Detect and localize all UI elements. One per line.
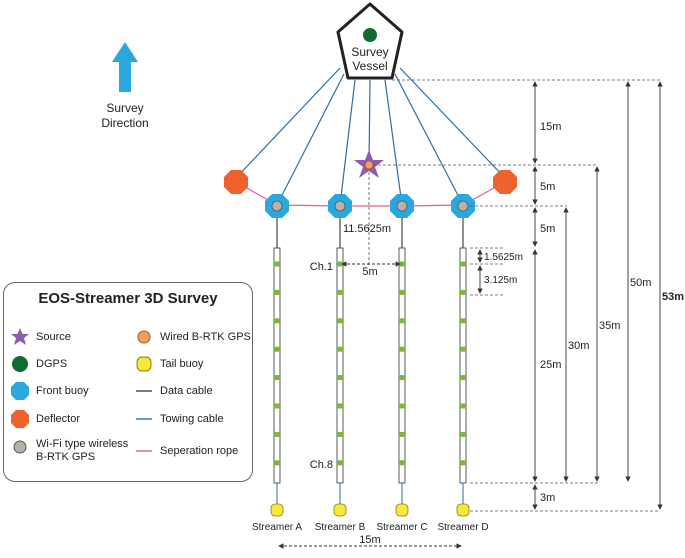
streamer-a-label: Streamer A xyxy=(252,522,302,533)
channel-marker xyxy=(337,460,343,466)
dimension-lines xyxy=(278,81,663,549)
channel-marker xyxy=(337,289,343,295)
vessel-label-2: Vessel xyxy=(352,59,387,73)
vessel-label-1: Survey xyxy=(351,45,388,59)
dim-11-5625m: 11.5625m xyxy=(343,223,391,235)
streamer-c-label: Streamer C xyxy=(376,522,427,533)
legend-front-buoy: Front buoy xyxy=(10,381,130,401)
deflector-left-icon xyxy=(224,170,248,194)
channel-marker xyxy=(337,261,343,267)
channel-marker xyxy=(274,289,280,295)
direction-label-1: Survey xyxy=(106,101,143,115)
channel-marker xyxy=(337,403,343,409)
legend-wired-gps: Wired B-RTK GPS xyxy=(134,327,252,347)
streamer-b-label: Streamer B xyxy=(315,522,366,533)
channel-marker xyxy=(274,375,280,381)
channel-marker xyxy=(399,346,405,352)
tail-buoy-icon xyxy=(136,356,152,372)
channel-marker xyxy=(399,403,405,409)
legend-towing-cable: Towing cable xyxy=(134,409,252,429)
towing-cable-icon xyxy=(136,418,152,420)
streamer-bodies xyxy=(273,218,467,504)
wired-gps-icon xyxy=(137,330,151,344)
wired-gps-icon xyxy=(364,160,374,170)
front-buoys xyxy=(265,194,475,218)
dim-50m: 50m xyxy=(630,277,651,289)
front-buoy-icon xyxy=(11,382,29,400)
channel-marker xyxy=(274,403,280,409)
channel-marker xyxy=(460,403,466,409)
dimension-guides xyxy=(368,79,660,512)
channel-marker xyxy=(460,318,466,324)
towing-cables xyxy=(235,67,506,206)
legend-source: Source xyxy=(10,327,130,347)
legend-data-cable: Data cable xyxy=(134,381,252,401)
legend-deflector: Deflector xyxy=(10,409,130,429)
streamer-d-label: Streamer D xyxy=(437,522,488,533)
channel-marker xyxy=(399,460,405,466)
channel-marker xyxy=(460,261,466,267)
dim-5m-a: 5m xyxy=(540,181,555,193)
dim-25m: 25m xyxy=(540,359,561,371)
legend-separation-rope: Seperation rope xyxy=(134,441,252,461)
deflector-right-icon xyxy=(493,170,517,194)
channel-marker xyxy=(274,431,280,437)
channel-marker xyxy=(460,460,466,466)
dim-5m-b: 5m xyxy=(540,223,555,235)
channel-marker xyxy=(274,460,280,466)
channel-marker xyxy=(337,375,343,381)
dim-1-5625m: 1.5625m xyxy=(484,252,523,263)
legend-wifi-gps: Wi-Fi type wireless B-RTK GPS xyxy=(10,437,134,469)
channel-marker xyxy=(460,346,466,352)
channel-marker xyxy=(274,318,280,324)
dim-3-125m: 3.125m xyxy=(484,275,517,286)
legend-dgps: DGPS xyxy=(10,354,130,374)
ch8-label: Ch.8 xyxy=(310,459,333,471)
legend: EOS-Streamer 3D Survey Source Wired B-RT… xyxy=(3,282,253,482)
channel-marker xyxy=(274,346,280,352)
survey-direction-arrow-icon xyxy=(112,42,138,92)
source-star-icon xyxy=(11,328,29,345)
channel-marker xyxy=(399,375,405,381)
dim-30m: 30m xyxy=(568,340,589,352)
channel-marker xyxy=(337,346,343,352)
data-cable-icon xyxy=(136,390,152,392)
channel-marker xyxy=(399,289,405,295)
channel-marker xyxy=(399,431,405,437)
channel-marker xyxy=(399,318,405,324)
legend-title: EOS-Streamer 3D Survey xyxy=(38,290,218,307)
dim-15m-width: 15m xyxy=(359,534,380,546)
channel-marker xyxy=(460,375,466,381)
channel-marker xyxy=(274,261,280,267)
direction-label-2: Direction xyxy=(101,116,148,130)
streamer-channels xyxy=(274,261,466,466)
channel-marker xyxy=(460,431,466,437)
wifi-gps-icon xyxy=(13,440,27,454)
dim-15m-top: 15m xyxy=(540,121,561,133)
channel-marker xyxy=(337,318,343,324)
dim-53m: 53m xyxy=(662,291,684,303)
channel-marker xyxy=(399,261,405,267)
ch1-label: Ch.1 xyxy=(310,261,333,273)
deflector-icon xyxy=(11,410,29,428)
dim-3m: 3m xyxy=(540,492,555,504)
dim-5m-spacing: 5m xyxy=(362,266,377,278)
channel-marker xyxy=(460,289,466,295)
dim-35m: 35m xyxy=(599,320,620,332)
legend-tail-buoy: Tail buoy xyxy=(134,354,252,374)
tail-buoys xyxy=(270,503,470,517)
separation-rope-icon xyxy=(136,450,152,452)
dgps-icon xyxy=(363,28,377,42)
channel-marker xyxy=(337,431,343,437)
dgps-icon xyxy=(12,356,28,372)
